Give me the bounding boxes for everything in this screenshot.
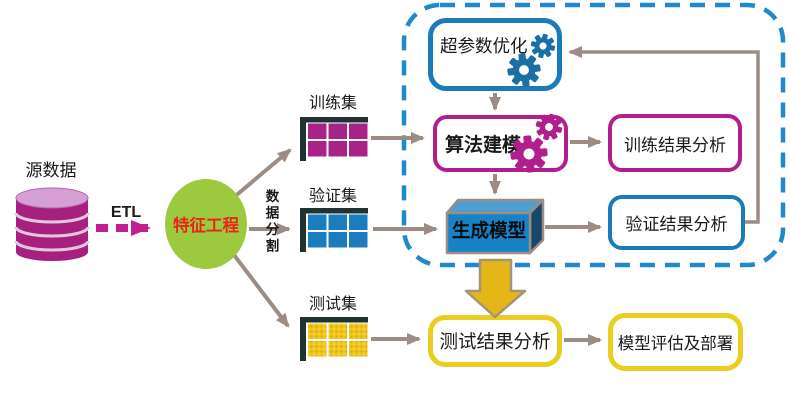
source-data-label: 源数据 [25, 161, 77, 180]
train-set-table-icon [300, 117, 368, 161]
test-result-label: 测试结果分析 [439, 331, 551, 352]
train-result-box: 训练结果分析 [608, 114, 742, 172]
validation-result-label: 验证结果分析 [625, 215, 728, 234]
validation-result-box: 验证结果分析 [608, 195, 745, 250]
etl-label: ETL [110, 204, 142, 221]
big-down-arrow-icon [464, 258, 527, 319]
arrow-split-to-test [229, 249, 290, 328]
train-result-label: 训练结果分析 [624, 135, 726, 155]
arrow-split-to-train [231, 148, 292, 200]
deploy-label: 模型评估及部署 [617, 335, 734, 353]
data-split-label: 数据分割 [263, 189, 279, 255]
deploy-box: 模型评估及部署 [608, 313, 743, 371]
algorithm-label: 算法建模 [445, 135, 522, 156]
generate-model-label: 生成模型 [451, 220, 526, 241]
validation-set-table-icon [300, 208, 368, 252]
hyperparam-box: 超参数优化 [428, 18, 562, 91]
database-icon [14, 187, 90, 261]
hyperparam-label: 超参数优化 [440, 36, 528, 56]
feature-engineering-label: 特征工程 [173, 217, 239, 235]
validation-set-label: 验证集 [308, 188, 357, 205]
test-set-table-icon [300, 317, 368, 361]
train-set-label: 训练集 [308, 95, 357, 112]
algorithm-box: 算法建模 [433, 115, 568, 172]
test-set-label: 测试集 [308, 296, 357, 313]
test-result-box: 测试结果分析 [428, 315, 562, 367]
